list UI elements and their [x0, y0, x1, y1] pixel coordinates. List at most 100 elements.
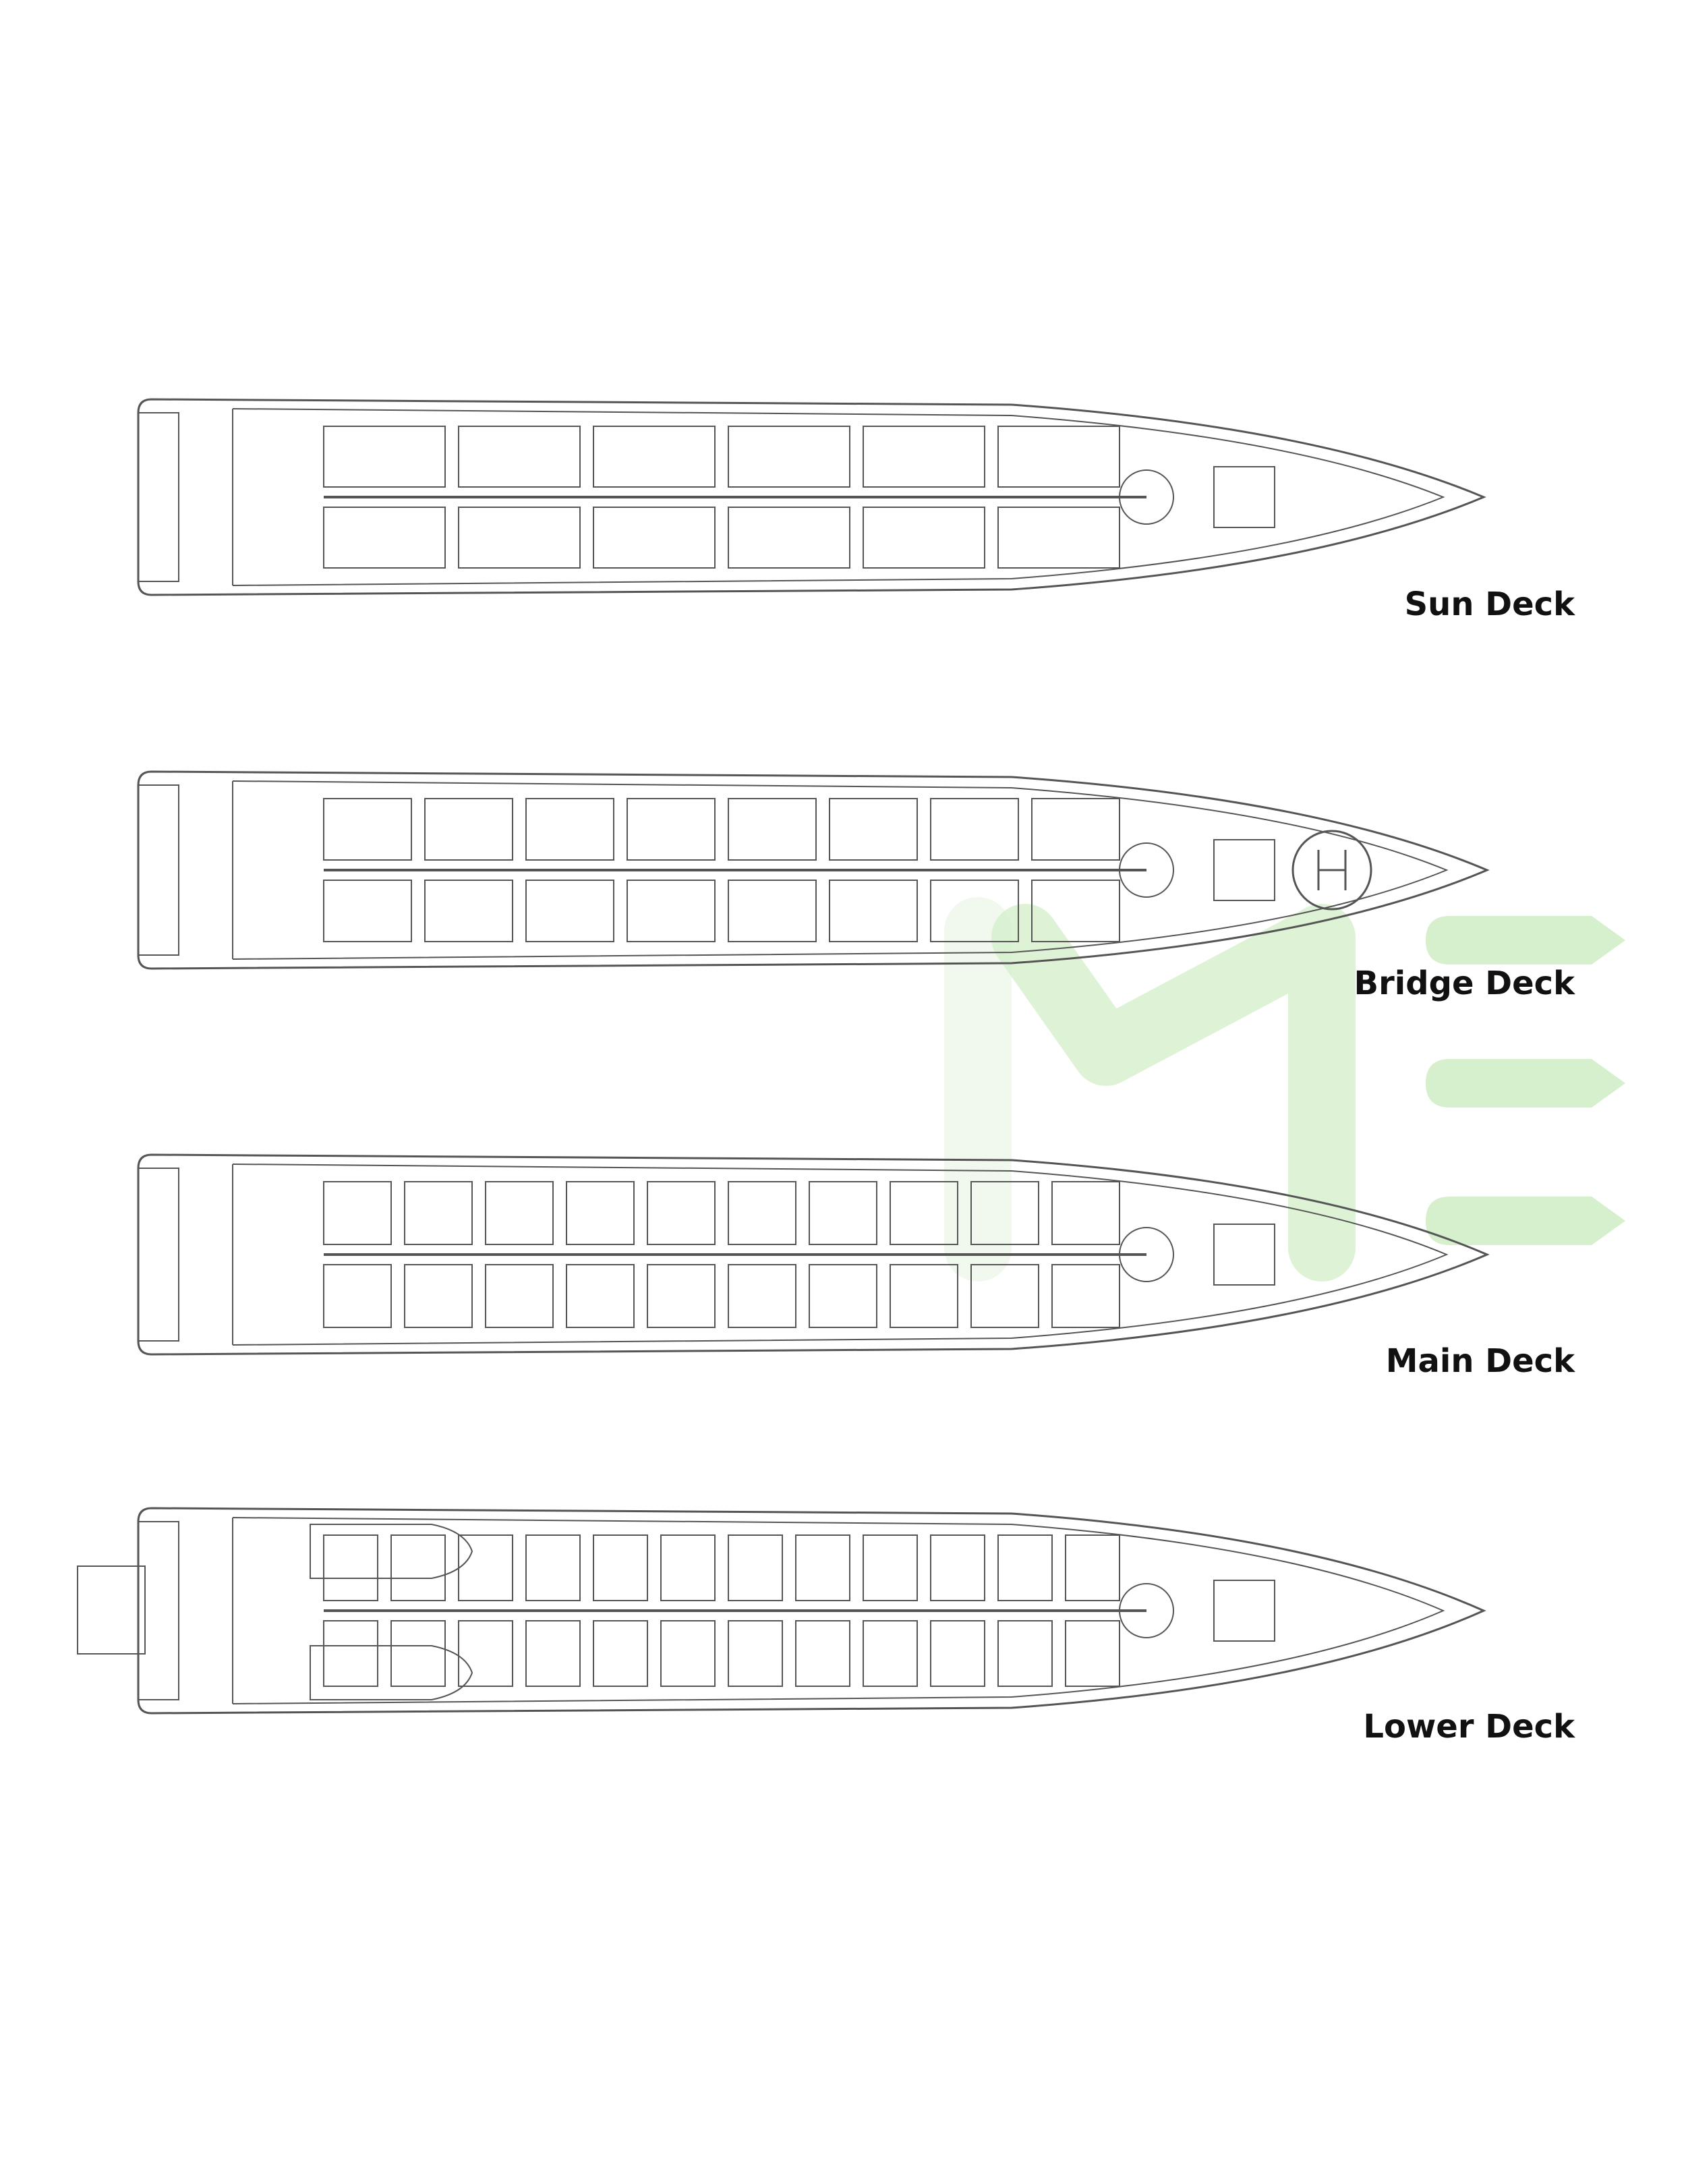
room: [627, 880, 716, 942]
room: [593, 426, 716, 488]
room: [525, 880, 614, 942]
inner-bulwark: [232, 1517, 1445, 1704]
main-deck-label: Main Deck: [1385, 1342, 1575, 1380]
room: [593, 1620, 648, 1687]
room: [728, 1181, 796, 1245]
room: [458, 507, 581, 569]
room: [997, 426, 1120, 488]
room: [863, 1620, 918, 1687]
helipad-h-mark: [1317, 850, 1347, 890]
room: [930, 1534, 985, 1601]
room: [809, 1264, 877, 1328]
watermark-stroke: [991, 904, 1356, 1282]
room: [809, 1181, 877, 1245]
swim-platform: [138, 1521, 179, 1700]
room: [323, 507, 446, 569]
swim-platform: [138, 412, 179, 582]
room: [930, 880, 1019, 942]
room: [863, 507, 985, 569]
sun-deck-label: Sun Deck: [1404, 585, 1575, 623]
room: [404, 1264, 473, 1328]
hull-outline: [137, 398, 1486, 596]
room: [795, 1620, 850, 1687]
room: [863, 426, 985, 488]
swim-platform: [138, 1168, 179, 1342]
room: [458, 1534, 513, 1601]
room: [525, 1620, 581, 1687]
room: [660, 1620, 716, 1687]
room: [1031, 880, 1120, 942]
room: [795, 1534, 850, 1601]
room: [863, 1534, 918, 1601]
room: [930, 1620, 985, 1687]
room: [728, 507, 850, 569]
room: [890, 1264, 958, 1328]
watermark-bar: [1426, 1059, 1625, 1108]
tender-boat: [310, 1524, 473, 1579]
room: [728, 1534, 783, 1601]
room: [728, 880, 817, 942]
room: [997, 507, 1120, 569]
room: [593, 1534, 648, 1601]
deck-plan-lower: [77, 1507, 1486, 1715]
room: [1065, 1534, 1120, 1601]
room: [930, 798, 1019, 861]
room: [728, 426, 850, 488]
tender-boat: [310, 1645, 473, 1700]
hull-outline: [137, 770, 1490, 970]
watermark-bar: [1426, 1197, 1625, 1245]
bridge-deck-label: Bridge Deck: [1354, 965, 1575, 1002]
room: [323, 1264, 392, 1328]
room: [485, 1264, 554, 1328]
room: [390, 1620, 446, 1687]
room: [424, 880, 513, 942]
deck-plan-bridge: [137, 770, 1490, 970]
room: [1051, 1181, 1120, 1245]
room: [323, 1620, 378, 1687]
deck-plan-main: [137, 1153, 1490, 1356]
room: [728, 798, 817, 861]
room: [829, 880, 918, 942]
foredeck-fixture: [1213, 466, 1275, 528]
inner-bulwark: [232, 1163, 1449, 1346]
room: [323, 1181, 392, 1245]
room: [485, 1181, 554, 1245]
room: [525, 1534, 581, 1601]
swim-platform: [138, 784, 179, 956]
hull-outline: [137, 1153, 1490, 1356]
room: [970, 1181, 1039, 1245]
lower-deck-label: Lower Deck: [1363, 1708, 1575, 1746]
room: [1051, 1264, 1120, 1328]
foredeck-fixture: [1213, 1224, 1275, 1286]
room: [997, 1534, 1053, 1601]
room: [1065, 1620, 1120, 1687]
room: [829, 798, 918, 861]
room: [323, 1534, 378, 1601]
room: [728, 1264, 796, 1328]
room: [404, 1181, 473, 1245]
room: [728, 1620, 783, 1687]
room: [525, 798, 614, 861]
fixture: [1119, 1227, 1174, 1282]
room: [647, 1264, 716, 1328]
foredeck-fixture: [1213, 839, 1275, 901]
room: [627, 798, 716, 861]
watermark-bar: [1426, 916, 1625, 965]
room: [390, 1534, 446, 1601]
room: [593, 507, 716, 569]
room: [323, 426, 446, 488]
room: [566, 1181, 635, 1245]
fixture: [1119, 1583, 1174, 1638]
stern-garage-door: [77, 1565, 146, 1655]
room: [997, 1620, 1053, 1687]
room: [458, 426, 581, 488]
helipad-circle: [1291, 830, 1372, 911]
fixture: [1119, 469, 1174, 525]
room: [660, 1534, 716, 1601]
room: [647, 1181, 716, 1245]
fixture: [1119, 842, 1174, 898]
hull-outline: [137, 1507, 1486, 1715]
room: [458, 1620, 513, 1687]
